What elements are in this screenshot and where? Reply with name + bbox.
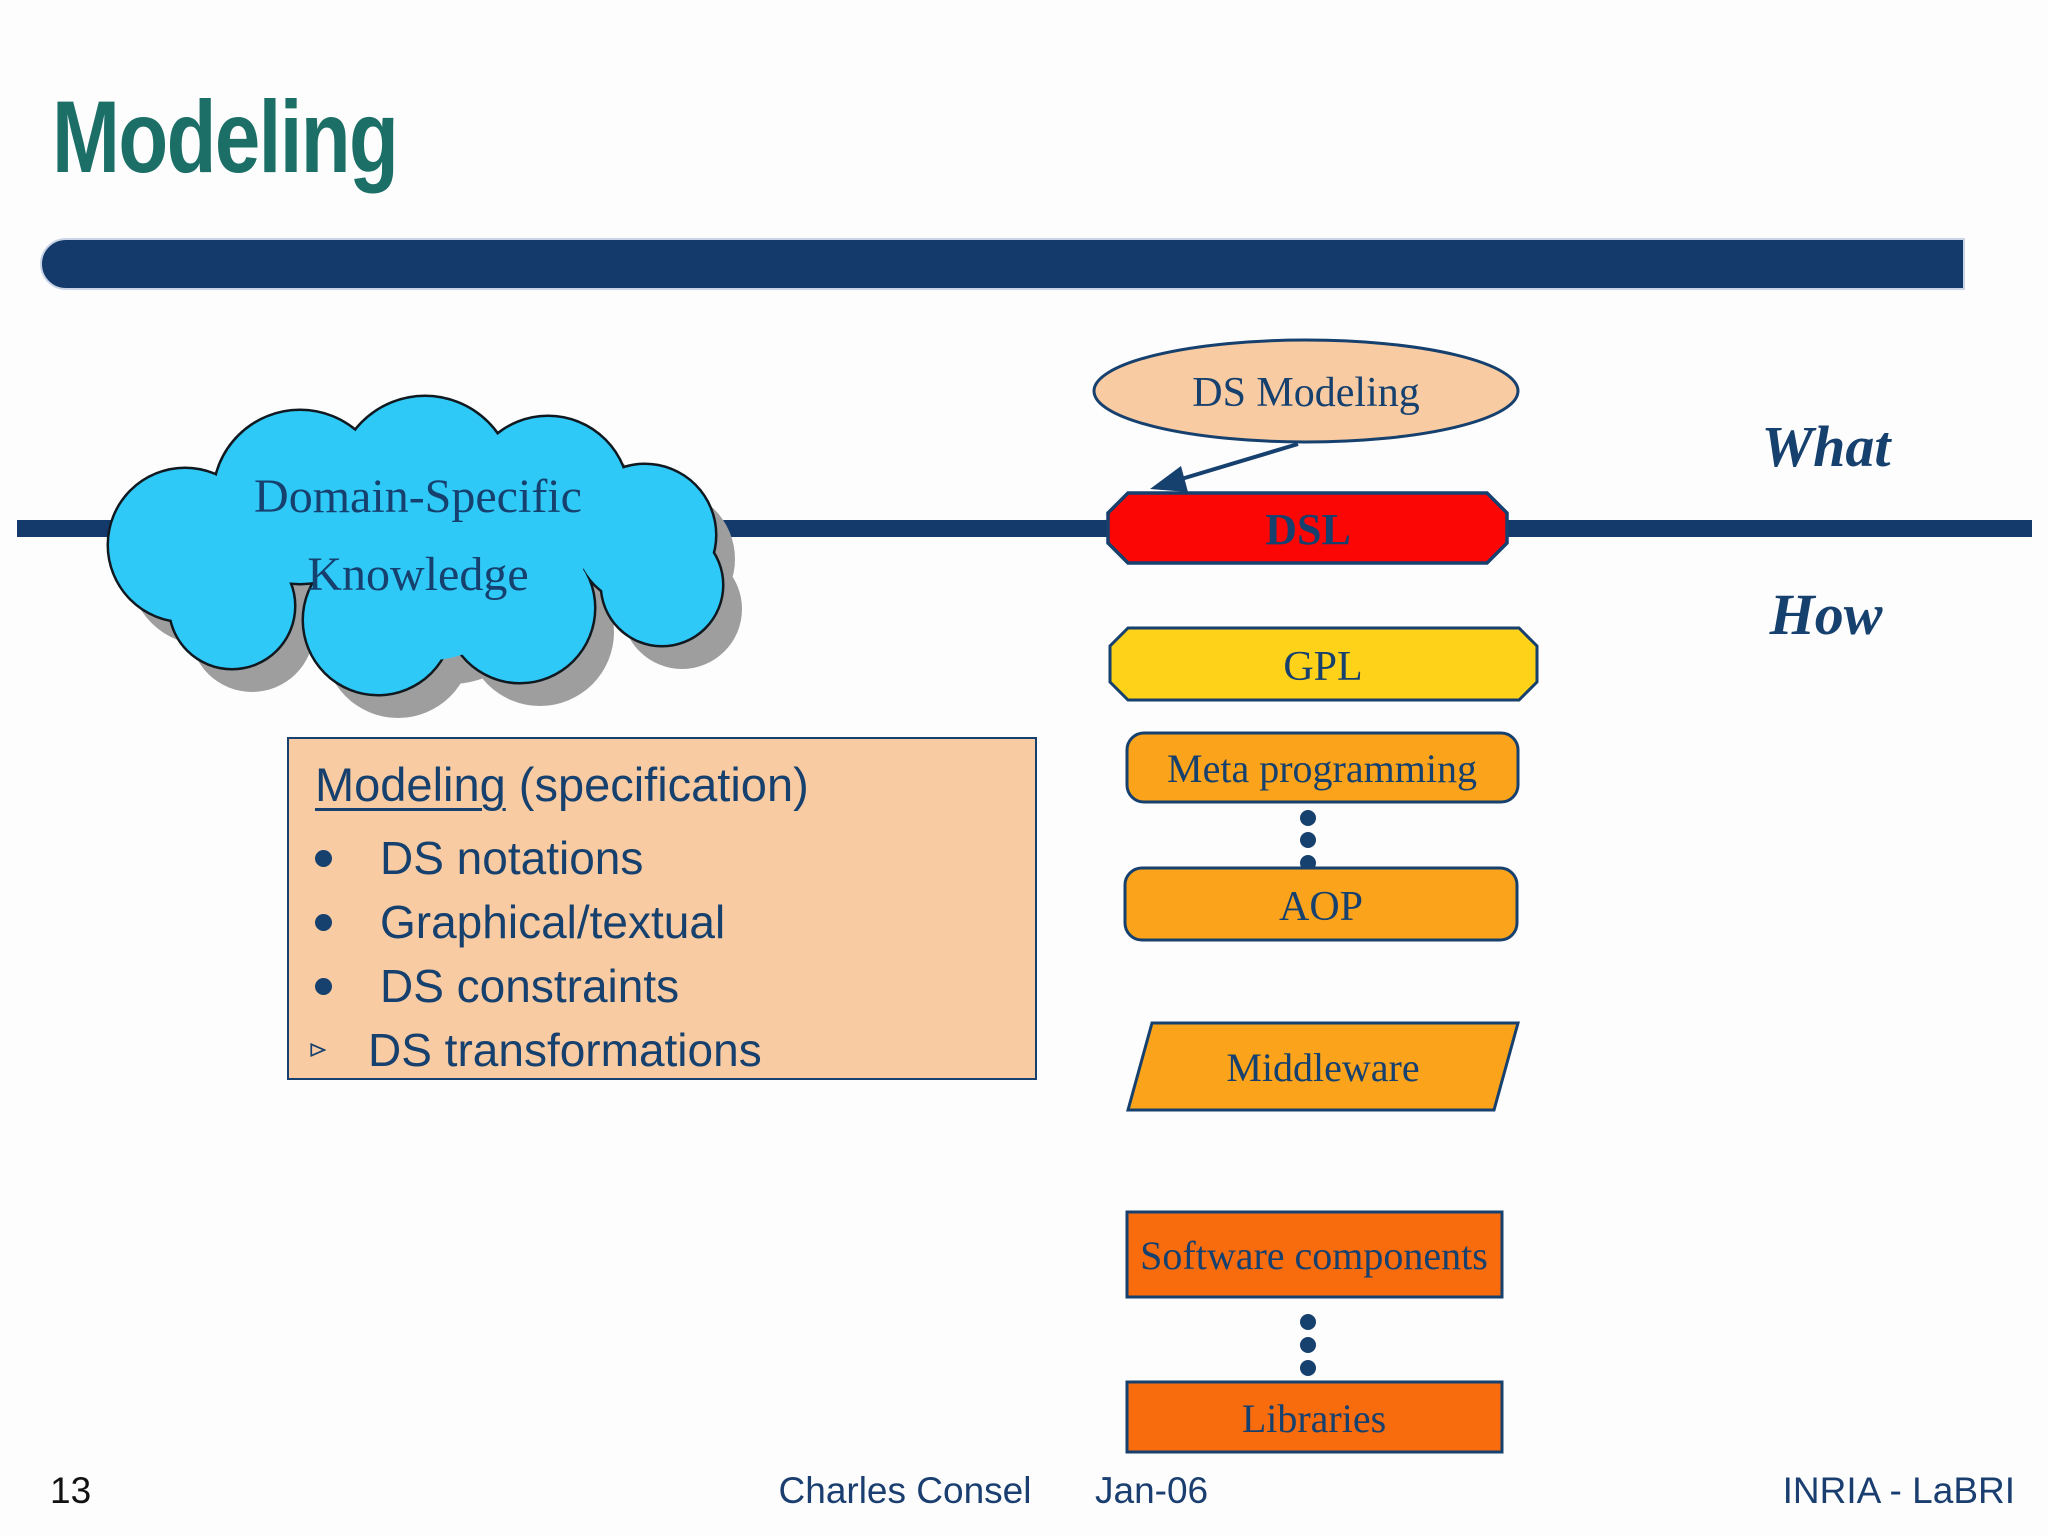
ds-modeling-to-dsl-arrow-line (1167, 442, 1299, 485)
spec-heading-underlined: Modeling (315, 758, 506, 811)
libraries-box (1125, 1380, 1504, 1454)
ds-modeling-label: DS Modeling (1192, 370, 1420, 416)
spec-item-label: Graphical/textual (380, 896, 726, 949)
ellipsis-dots-lower (1300, 1314, 1316, 1376)
list-item: DS notations (315, 826, 1025, 890)
gpl-box (1108, 626, 1539, 702)
cloud-text-line1: Domain-Specific (254, 470, 582, 523)
list-item: DS transformations (310, 1018, 1025, 1082)
list-item: DS constraints (315, 954, 1025, 1018)
gpl-label: GPL (1283, 644, 1362, 690)
how-label: How (1769, 582, 1883, 647)
aop-box (1123, 866, 1519, 942)
ds-modeling-to-dsl-arrowhead-icon (1150, 466, 1188, 492)
cloud-text-line2: Knowledge (307, 548, 528, 601)
ellipsis-dots-upper (1300, 810, 1316, 871)
what-label: What (1761, 414, 1891, 479)
meta-programming-label: Meta programming (1167, 746, 1477, 791)
slide-title: Modeling (52, 80, 399, 194)
page-number: 13 (50, 1470, 92, 1511)
aop-label: AOP (1279, 884, 1363, 930)
meta-programming-box (1125, 731, 1520, 804)
list-item: Graphical/textual (315, 890, 1025, 954)
modeling-spec-box: Modeling (specification) DS notations Gr… (287, 737, 1037, 1080)
footer-affiliation: INRIA - LaBRI (1782, 1470, 2015, 1511)
dot-bullet-icon (315, 913, 332, 931)
spec-item-label: DS transformations (368, 1024, 762, 1077)
spec-heading: Modeling (specification) (315, 753, 1025, 816)
footer-date: Jan-06 (1095, 1470, 1209, 1511)
spec-item-label: DS constraints (380, 960, 680, 1013)
dsl-label: DSL (1265, 505, 1351, 554)
spec-item-label: DS notations (380, 832, 644, 885)
spec-list: DS notations Graphical/textual DS constr… (310, 826, 1025, 1082)
arrow-bullet-icon (310, 1043, 326, 1058)
footer-author: Charles Consel (778, 1470, 1032, 1511)
cloud-body (109, 397, 722, 694)
ds-modeling-ellipse (1092, 338, 1520, 444)
libraries-label: Libraries (1242, 1396, 1386, 1441)
middleware-label: Middleware (1226, 1045, 1419, 1090)
software-components-label: Software components (1140, 1233, 1488, 1278)
dot-bullet-icon (315, 849, 332, 867)
spec-heading-rest: (specification) (505, 758, 809, 811)
dot-bullet-icon (315, 977, 332, 995)
software-components-box (1125, 1210, 1504, 1299)
middleware-box (1126, 1021, 1520, 1112)
title-underline-bar (40, 238, 1965, 290)
dsl-box (1106, 491, 1509, 565)
